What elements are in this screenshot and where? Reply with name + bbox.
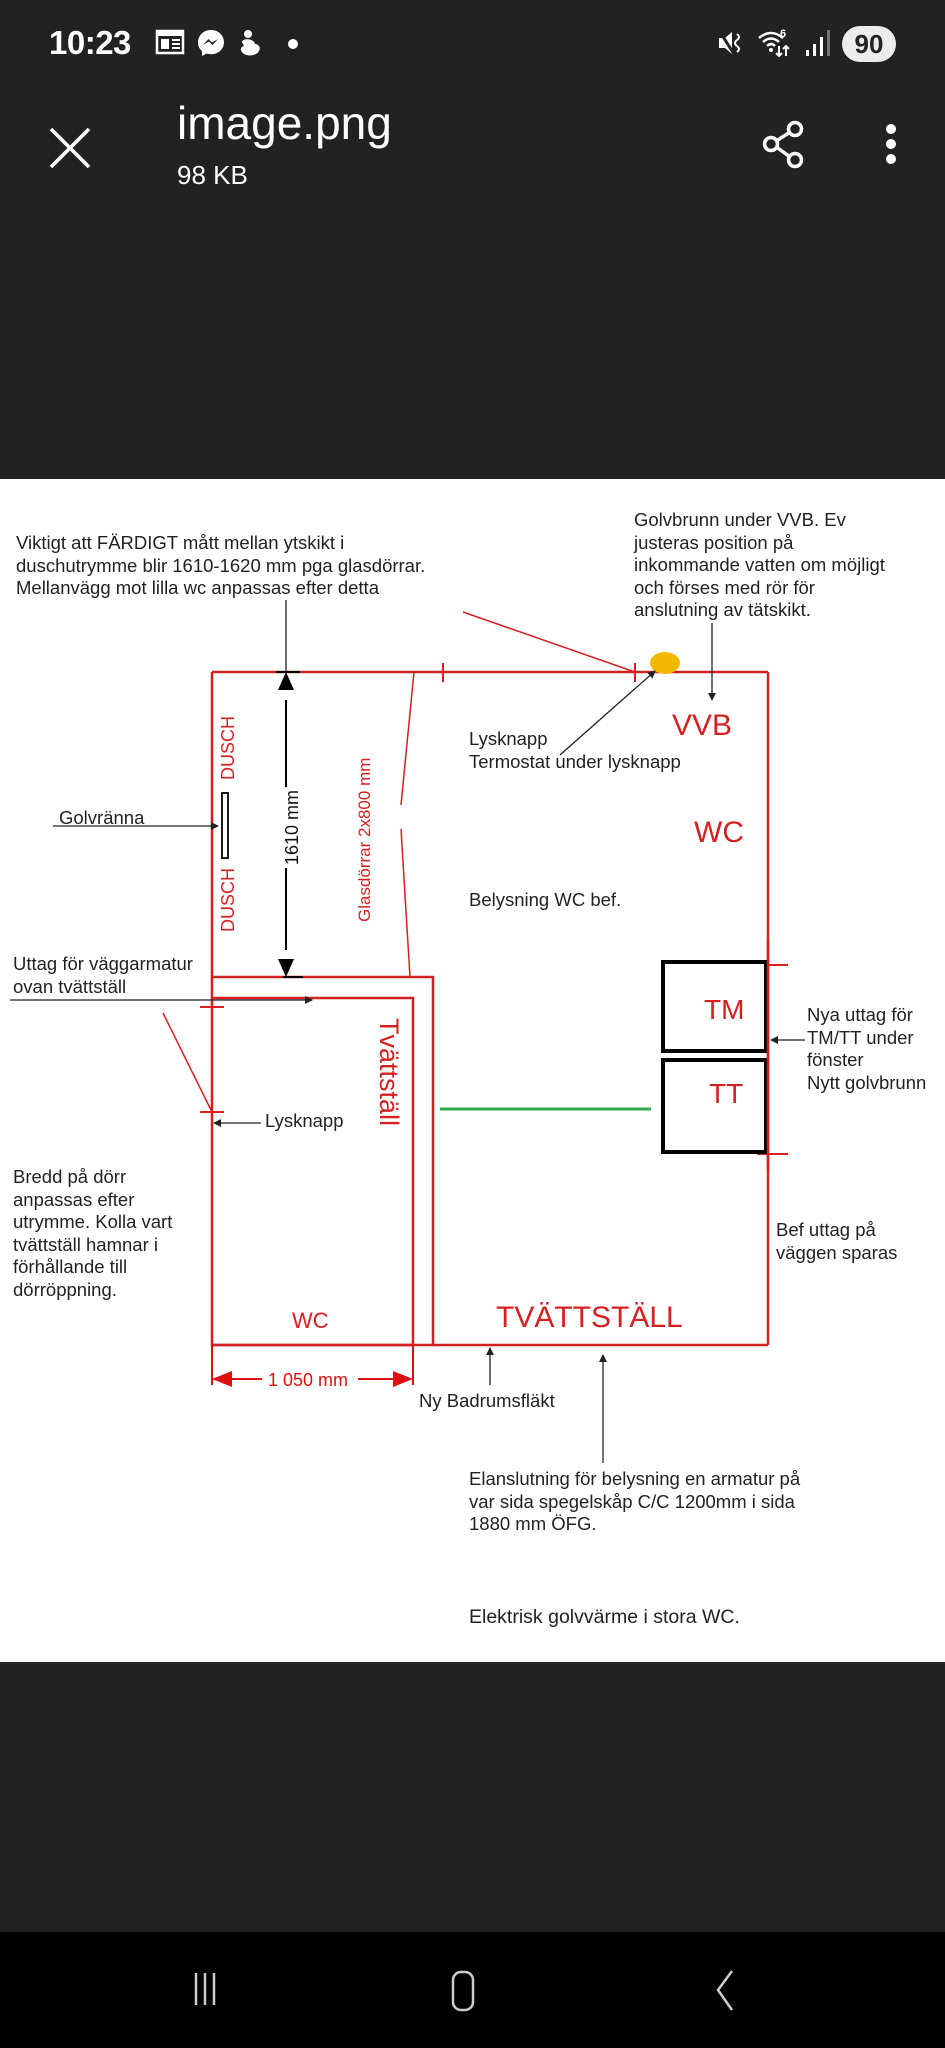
wc-large-label: WC xyxy=(694,816,744,849)
back-icon[interactable] xyxy=(714,1965,764,2015)
floor-drain-symbol xyxy=(221,792,229,859)
note-bredd-dorr: Bredd på dörr anpassas efter utrymme. Ko… xyxy=(13,1166,173,1300)
tvattstall-vertical-label: Tvättställ xyxy=(374,1018,404,1126)
washing-machine-box xyxy=(661,960,768,1053)
note-golvvarme: Elektrisk golvvärme i stora WC. xyxy=(469,1606,740,1628)
note-lysknapp: Lysknapp xyxy=(265,1110,344,1131)
dryer-box xyxy=(661,1058,768,1154)
messenger-icon xyxy=(198,30,224,56)
file-size: 98 KB xyxy=(177,160,248,190)
note-golvbrunn-vvb: Golvbrunn under VVB. Ev justeras positio… xyxy=(634,509,885,620)
wifi-icon: 6 xyxy=(758,28,790,58)
note-nya-uttag: Nya uttag för TM/TT under fönster Nytt g… xyxy=(807,1004,927,1093)
recents-icon[interactable] xyxy=(186,1965,236,2015)
tvattstall-label: TVÄTTSTÄLL xyxy=(496,1301,683,1334)
red-leaders xyxy=(162,611,636,1113)
wifi-standard-label: 6 xyxy=(780,28,786,40)
vvb-label: VVB xyxy=(672,709,732,742)
battery-indicator: 90 xyxy=(842,26,896,62)
close-icon xyxy=(49,127,91,169)
dusch-label-bottom: DUSCH xyxy=(218,868,238,932)
dimension-1610-label: 1610 mm xyxy=(282,790,302,865)
share-icon xyxy=(762,120,804,169)
note-elanslutning: Elanslutning för belysning en armatur på… xyxy=(469,1468,801,1534)
note-uttag-vaggarmatur: Uttag för väggarmatur ovan tvättställ xyxy=(13,953,193,997)
highlight-mark xyxy=(650,652,680,674)
image-viewer[interactable] xyxy=(0,479,945,1662)
dimension-1050 xyxy=(211,1345,414,1387)
note-golvranna: Golvränna xyxy=(59,807,145,828)
status-bar: 10:23 6 90 xyxy=(0,0,945,90)
more-options-button[interactable] xyxy=(868,115,908,175)
note-lysknapp-termostat: Lysknapp Termostat under lysknapp xyxy=(469,728,681,772)
close-button[interactable] xyxy=(40,118,100,178)
news-icon xyxy=(155,29,185,55)
more-notifications-dot xyxy=(288,39,298,49)
small-wc-inner-wall xyxy=(212,996,415,1345)
dimension-1610 xyxy=(276,600,303,978)
status-time: 10:23 xyxy=(49,24,131,61)
mute-icon xyxy=(718,31,740,55)
home-icon[interactable] xyxy=(448,1965,498,2015)
more-vert-icon xyxy=(886,124,896,164)
tt-label: TT xyxy=(709,1078,743,1109)
note-belysning-wc: Belysning WC bef. xyxy=(469,889,622,910)
glass-doors-label: Glasdörrar 2x800 mm xyxy=(355,758,374,922)
navigation-bar xyxy=(0,1932,945,2048)
wc-small-label: WC xyxy=(292,1308,329,1333)
note-badrumsflakt: Ny Badrumsfläkt xyxy=(419,1390,555,1411)
app-notification-icon xyxy=(240,30,260,56)
lysknapp-termostat-arrow xyxy=(559,670,656,756)
walls xyxy=(210,670,770,1347)
note-fardigt-matt: Viktigt att FÄRDIGT mått mellan ytskikt … xyxy=(16,532,426,598)
glass-doors xyxy=(400,671,415,978)
appliance-boxes xyxy=(661,960,768,1154)
note-bef-uttag: Bef uttag på väggen sparas xyxy=(776,1219,898,1263)
dusch-label-top: DUSCH xyxy=(218,716,238,780)
file-name: image.png xyxy=(177,97,392,149)
wall-left-and-partition xyxy=(210,672,435,1347)
tm-label: TM xyxy=(704,994,744,1025)
share-button[interactable] xyxy=(755,115,815,175)
signal-icon xyxy=(806,30,830,56)
dimension-1050-label: 1 050 mm xyxy=(268,1370,348,1390)
